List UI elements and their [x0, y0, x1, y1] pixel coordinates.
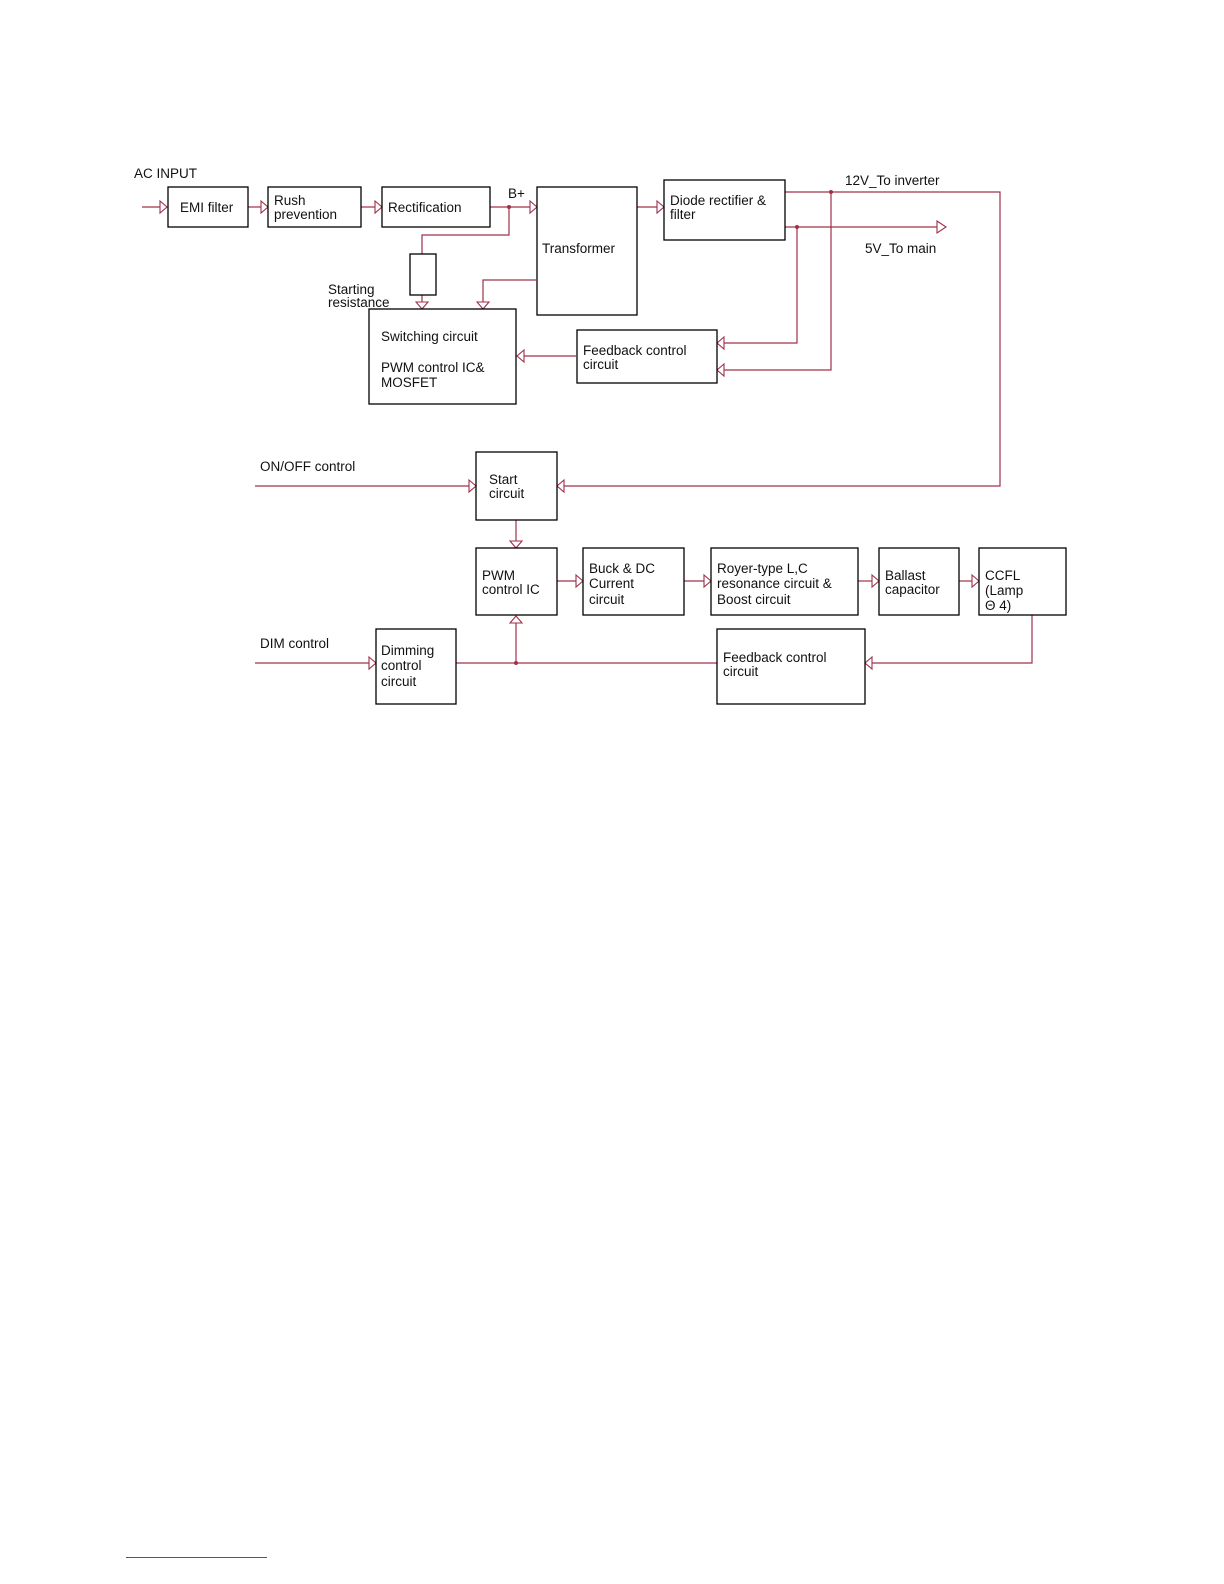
label-starting-resistance: Starting resistance — [328, 282, 390, 310]
footer-rule — [126, 1557, 267, 1558]
arrow-into-start-from-12v — [556, 478, 565, 494]
arrow-into-switching-from-feedback — [516, 348, 525, 364]
block-dimming-control: Dimming control circuit — [375, 628, 457, 705]
block-rush-prevention: Rush prevention — [267, 186, 362, 228]
block-ccfl-lamp: CCFL (Lamp Θ 4) — [978, 547, 1067, 616]
block-diode-rectifier: Diode rectifier & filter — [663, 179, 786, 241]
arrow-into-rect — [374, 199, 383, 215]
arrow-into-rush — [260, 199, 269, 215]
arrow-into-royer — [703, 573, 712, 589]
block-start-circuit: Start circuit — [475, 451, 558, 521]
block-rectification-label: Rectification — [388, 200, 462, 215]
arrow-into-dimming — [368, 655, 377, 671]
block-feedback-control-2: Feedback control circuit — [716, 628, 866, 705]
block-rush-prevention-label: Rush prevention — [274, 193, 337, 222]
arrow-5v-out — [936, 219, 947, 235]
arrow-into-ballast — [871, 573, 880, 589]
block-rectification: Rectification — [381, 186, 491, 228]
block-dimming-control-label: Dimming control circuit — [381, 643, 438, 689]
label-on-off-control: ON/OFF control — [260, 459, 355, 474]
block-diode-rectifier-label: Diode rectifier & filter — [670, 193, 770, 222]
block-ballast-capacitor: Ballast capacitor — [878, 547, 960, 616]
block-emi-filter-label: EMI filter — [180, 200, 234, 215]
arrow-into-pwm-from-start — [508, 540, 524, 549]
block-royer-resonance-label: Royer-type L,C resonance circuit & Boost… — [717, 561, 836, 607]
arrow-into-buck — [575, 573, 584, 589]
arrow-into-feedback1-upper — [716, 335, 725, 351]
label-ac-input: AC INPUT — [134, 166, 197, 181]
block-ballast-capacitor-label: Ballast capacitor — [885, 568, 940, 597]
arrow-into-transformer — [529, 199, 538, 215]
label-12v-to-inverter: 12V_To inverter — [845, 173, 940, 188]
arrow-heads — [159, 199, 980, 671]
block-switching-circuit: Switching circuit PWM control IC& MOSFET — [368, 308, 517, 405]
block-pwm-control-ic: PWM control IC — [475, 547, 558, 616]
label-b-plus: B+ — [508, 186, 525, 201]
label-dim-control: DIM control — [260, 636, 329, 651]
block-switching-circuit-label: Switching circuit PWM control IC& MOSFET — [381, 329, 488, 390]
block-transformer: Transformer — [536, 186, 638, 316]
junction-12v — [829, 190, 833, 194]
block-start-circuit-label: Start circuit — [489, 472, 525, 501]
block-pwm-control-ic-label: PWM control IC — [482, 568, 540, 597]
arrow-into-pwm-from-dim — [508, 615, 524, 624]
power-block-diagram: EMI filter Rush prevention Rectification… — [134, 166, 1067, 705]
arrow-into-switching-from-resistor — [414, 301, 430, 310]
junction-dots — [507, 190, 833, 665]
connection-wires — [142, 191, 1033, 664]
junction-dim — [514, 661, 518, 665]
arrow-into-feedback1-lower — [716, 362, 725, 378]
arrow-into-emi — [159, 199, 168, 215]
starting-resistor — [409, 253, 437, 296]
label-5v-to-main: 5V_To main — [865, 241, 936, 256]
block-transformer-label: Transformer — [542, 241, 616, 256]
junction-5v — [795, 225, 799, 229]
block-feedback-control-1-label: Feedback control circuit — [583, 343, 690, 372]
block-buck-dc-current: Buck & DC Current circuit — [582, 547, 685, 616]
junction-b-plus — [507, 205, 511, 209]
block-feedback-control-2-label: Feedback control circuit — [723, 650, 830, 679]
block-buck-dc-current-label: Buck & DC Current circuit — [589, 561, 659, 607]
block-royer-resonance: Royer-type L,C resonance circuit & Boost… — [710, 547, 859, 616]
block-feedback-control-1: Feedback control circuit — [576, 329, 718, 384]
arrow-into-ccfl — [971, 573, 980, 589]
arrow-into-diode — [656, 199, 665, 215]
arrow-into-switching-from-transformer — [475, 301, 491, 310]
arrow-into-start-from-onoff — [468, 478, 477, 494]
arrow-into-feedback2 — [864, 655, 873, 671]
block-emi-filter: EMI filter — [167, 186, 249, 228]
block-ccfl-lamp-label: CCFL (Lamp Θ 4) — [985, 568, 1027, 613]
